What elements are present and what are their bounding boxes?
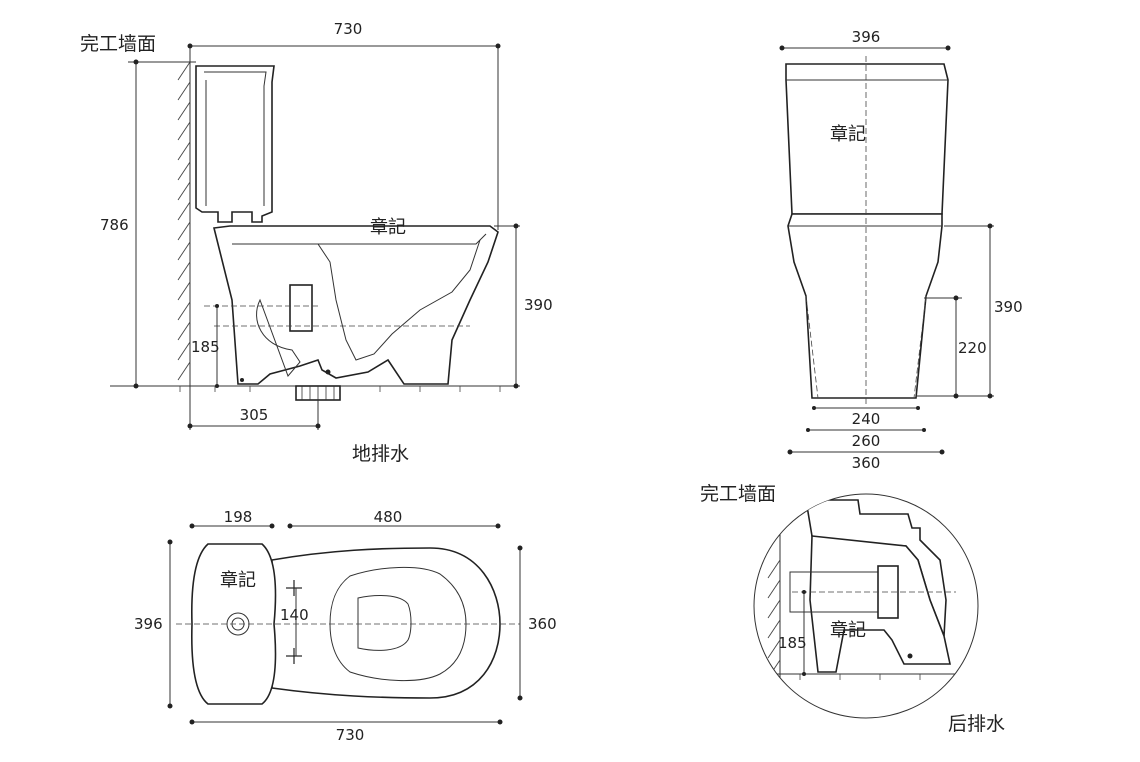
wall-hatching (767, 559, 781, 679)
detail-circle (753, 493, 979, 719)
flange-ribs (301, 386, 335, 400)
drain-pipe (289, 284, 313, 332)
base-hidden-lines (805, 295, 927, 399)
tank-section (195, 65, 275, 223)
dim-tank-width: 396 (852, 28, 881, 46)
stamp-mark: 章記 (830, 620, 866, 641)
dim-base-mid: 260 (852, 432, 881, 450)
bolt-mark (240, 378, 244, 382)
dim-length: 730 (334, 20, 363, 38)
tank-front (785, 63, 949, 215)
wall-label: 完工墙面 (700, 483, 776, 505)
dim-height: 786 (100, 216, 129, 234)
bolt-marks (286, 580, 302, 664)
tank-inner-wall (204, 71, 267, 206)
dim-seat: 390 (524, 296, 553, 314)
bolt-mark (325, 369, 331, 375)
bowl-inner-top (357, 595, 412, 651)
stamp-mark: 章記 (370, 217, 406, 238)
floor-hatching (799, 674, 921, 680)
bowl-front (787, 213, 943, 399)
dim-bowl-width: 360 (528, 615, 557, 633)
wall-hatching (177, 61, 191, 381)
dim-tank-width: 396 (134, 615, 163, 633)
bowl-outline-top (271, 547, 501, 699)
seat-rim (318, 233, 487, 245)
dim-seat: 390 (994, 298, 1023, 316)
side-view: 730 786 390 185 305 完工墙面 章記 地排水 (80, 20, 553, 465)
dim-outlet-height: 185 (191, 338, 220, 356)
dim-base-outer: 360 (852, 454, 881, 472)
view-caption: 后排水 (948, 713, 1005, 735)
bowl-trapway (232, 239, 481, 361)
wall-label: 完工墙面 (80, 33, 156, 55)
view-caption: 地排水 (352, 443, 409, 465)
dim-bowl-length: 480 (374, 508, 403, 526)
stamp-mark: 章記 (830, 124, 866, 145)
dim-base-height: 220 (958, 339, 987, 357)
rear-drain-detail: 185 完工墙面 章記 后排水 (700, 483, 1005, 735)
top-view: 198 480 396 140 360 730 章記 (134, 508, 557, 744)
dim-base-inner: 240 (852, 410, 881, 428)
dim-total-length: 730 (336, 726, 365, 744)
drain-elbow (256, 298, 301, 377)
bowl-section (213, 225, 499, 385)
dim-outlet-offset: 305 (240, 406, 269, 424)
dim-tank-depth: 198 (224, 508, 253, 526)
front-view: 396 390 220 240 260 360 章記 (779, 28, 1023, 472)
floor-hatching (179, 386, 501, 392)
stamp-mark: 章記 (220, 570, 256, 591)
bolt-mark (907, 653, 913, 659)
dim-bolt-spacing: 140 (280, 606, 309, 624)
dim-outlet-height: 185 (778, 634, 807, 652)
